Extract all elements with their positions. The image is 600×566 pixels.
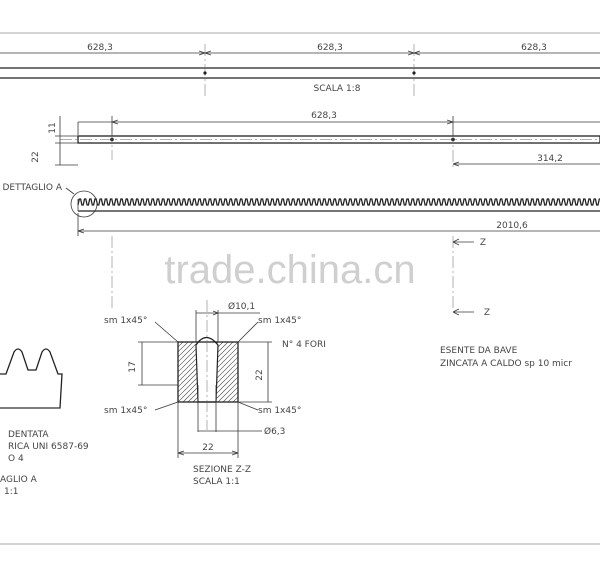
side-dim-total-length: 2010,6 <box>496 221 528 231</box>
side-view: 628,3 11 22 314,2 DETTAGLIO A 2010,6 <box>3 111 600 236</box>
detail-line-2: RICA UNI 6587-69 <box>8 442 89 452</box>
section-marker-top: Z <box>452 238 486 248</box>
side-dim-hole-spacing: 628,3 <box>311 111 337 121</box>
detail-label: AGLIO A <box>0 475 38 485</box>
top-dim-segment-2: 628,3 <box>317 43 343 53</box>
detail-a-circle <box>70 190 98 218</box>
chamfer-bottom-right: sm 1x45° <box>258 406 301 416</box>
detail-line-3: O 4 <box>8 454 24 464</box>
top-dim-segment-3: 628,3 <box>521 43 547 53</box>
chamfer-top-left: sm 1x45° <box>104 316 147 326</box>
dia-counterbore: Ø10,1 <box>228 301 255 312</box>
note-line-2: ZINCATA A CALDO sp 10 micr <box>440 359 572 369</box>
top-scale-label: SCALA 1:8 <box>314 84 361 94</box>
chamfer-bottom-left: sm 1x45° <box>104 406 147 416</box>
detail-line-1: DENTATA <box>8 430 49 440</box>
section-view: sm 1x45° sm 1x45° sm 1x45° sm 1x45° Ø10,… <box>104 300 326 487</box>
side-dim-22: 22 <box>31 151 41 162</box>
notes: ESENTE DA BAVE ZINCATA A CALDO sp 10 mic… <box>440 346 572 369</box>
detail-scale: 1:1 <box>4 487 18 497</box>
section-scale: SCALA 1:1 <box>193 477 240 487</box>
side-dim-11: 11 <box>48 122 58 133</box>
section-marker-top-label: Z <box>480 238 486 248</box>
dia-hole: Ø6,3 <box>264 426 285 437</box>
dim-17: 17 <box>128 361 138 372</box>
dim-22-width: 22 <box>202 443 213 453</box>
top-view: 628,3 628,3 628,3 SCALA 1:8 <box>0 43 600 98</box>
detail-a-view: DENTATA RICA UNI 6587-69 O 4 AGLIO A 1:1 <box>0 348 89 497</box>
holes-note: N° 4 FORI <box>282 340 326 350</box>
top-dim-segment-1: 628,3 <box>87 43 113 53</box>
chamfer-top-right: sm 1x45° <box>258 316 301 326</box>
section-title: SEZIONE Z-Z <box>193 465 251 475</box>
detail-a-callout: DETTAGLIO A <box>3 183 63 193</box>
side-dim-half: 314,2 <box>537 154 563 164</box>
dim-22-height: 22 <box>255 369 265 380</box>
section-marker-bottom-label: Z <box>484 308 490 318</box>
section-marker-bottom: Z <box>452 308 490 318</box>
watermark: trade.china.cn <box>164 248 415 292</box>
note-line-1: ESENTE DA BAVE <box>440 346 518 356</box>
